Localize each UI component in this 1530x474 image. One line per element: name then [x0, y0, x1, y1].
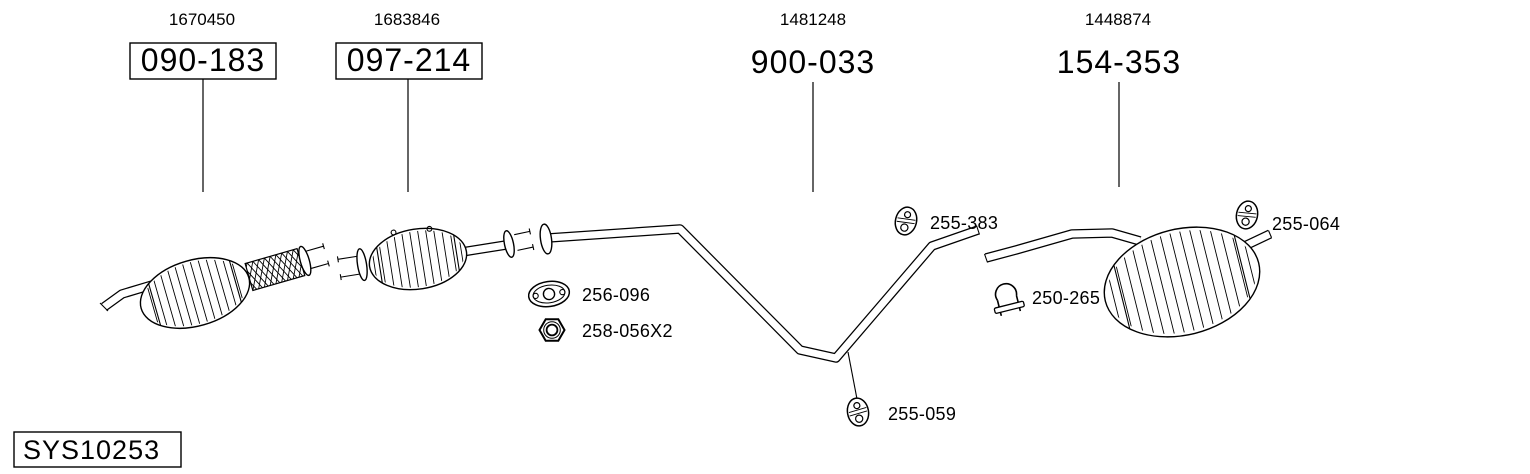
rubber-hanger-icon — [1233, 198, 1261, 232]
dpf-outlet-flange — [503, 228, 535, 258]
particulate-filter-drawing — [336, 223, 535, 295]
silencer-body — [1101, 215, 1263, 349]
centre-pipe-drawing — [539, 223, 981, 400]
part-number-box-front-pipe — [129, 42, 277, 80]
centre-pipe-flange — [539, 223, 553, 255]
oe-number-particulate-filter: 1683846 — [374, 10, 440, 29]
nut-icon — [538, 318, 566, 342]
oe-number-front-pipe: 1670450 — [169, 10, 235, 29]
system-code-box — [13, 431, 182, 468]
system-code: SYS10253 — [13, 431, 182, 468]
part-number-front-pipe: 090-183 — [141, 42, 265, 78]
dpf-body — [368, 223, 468, 295]
fitting-label-255-383: 255-383 — [930, 213, 998, 233]
flex-braiding — [245, 248, 305, 291]
fitting-label-256-096: 256-096 — [582, 285, 650, 305]
front-pipe-catalyst-drawing — [99, 243, 330, 338]
oe-number-rear-silencer: 1448874 — [1085, 10, 1151, 29]
catalyst-hatching — [142, 248, 248, 338]
assembly-headers: 1670450 090-183 1683846 097-214 1481248 … — [129, 10, 1181, 192]
system-code-label: SYS10253 — [23, 435, 160, 465]
part-number-box-particulate-filter — [335, 42, 483, 80]
part-number-centre-pipe: 900-033 — [751, 44, 875, 80]
dpf-inlet-flange — [336, 248, 368, 282]
fitting-label-255-059: 255-059 — [888, 404, 956, 424]
gasket-icon — [527, 280, 571, 308]
fittings: 255-383 256-096 258-056X2 250-265 255-05… — [527, 198, 1340, 429]
clamp-icon — [993, 282, 1025, 316]
fitting-label-255-064: 255-064 — [1272, 214, 1340, 234]
fitting-label-250-265: 250-265 — [1032, 288, 1100, 308]
part-number-particulate-filter: 097-214 — [347, 42, 471, 78]
hanger-bracket-stub — [847, 351, 858, 400]
rubber-hanger-icon — [844, 395, 872, 429]
fitting-label-258-056X2: 258-056X2 — [582, 321, 673, 341]
front-outlet-flange — [298, 243, 330, 277]
rear-silencer-drawing — [983, 215, 1273, 349]
silencer-hatching — [1101, 215, 1263, 349]
dpf-hatching — [369, 223, 467, 295]
oe-number-centre-pipe: 1481248 — [780, 10, 846, 29]
rubber-hanger-icon — [891, 204, 921, 238]
catalyst-body — [139, 248, 251, 338]
part-number-rear-silencer: 154-353 — [1057, 44, 1181, 80]
